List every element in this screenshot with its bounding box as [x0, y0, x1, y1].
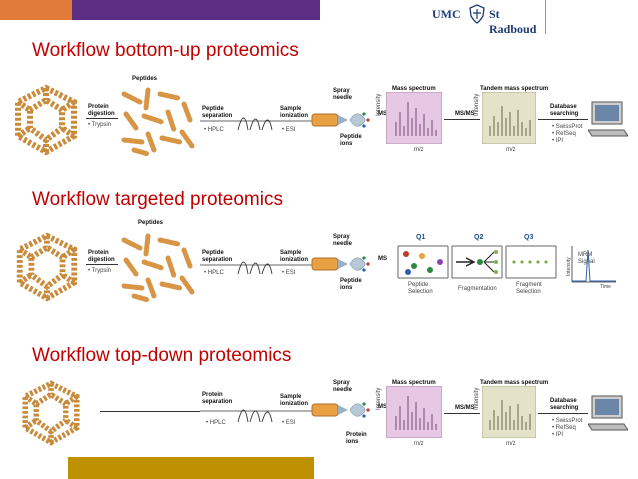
heading-bottom-up: Workflow bottom-up proteomics — [32, 40, 299, 61]
separation-detail: • HPLC — [204, 270, 224, 276]
seal-icon — [468, 4, 486, 24]
tandem-spectrum-icon — [482, 386, 536, 438]
ms-axis-x: m/z — [414, 147, 424, 153]
tandem-axis-x: m/z — [506, 441, 516, 447]
gold-bar — [68, 457, 314, 479]
protein-structure-icon — [15, 84, 77, 156]
digestion-label: Protein digestion — [88, 250, 115, 263]
hplc-peaks-icon — [200, 117, 278, 131]
tandem-axis-y: Intensity — [474, 93, 480, 116]
database-label: Database searching — [550, 398, 579, 411]
ms-label: MS — [378, 404, 387, 410]
spray-needle-label: Spray needle — [333, 88, 353, 101]
ms-label: MS — [378, 111, 387, 117]
q3-caption: Fragment Selection — [516, 282, 542, 295]
q1-label: Q1 — [416, 234, 426, 241]
peptides-icon — [121, 233, 195, 302]
msms-arrow — [444, 413, 480, 414]
tandem-spectrum-icon — [482, 92, 536, 144]
ms-axis-x: m/z — [414, 441, 424, 447]
ionization-detail: • ESI — [282, 420, 296, 426]
spray-needle-icon — [278, 256, 370, 272]
q3-label: Q3 — [524, 234, 534, 241]
heading-top-down: Workflow top-down proteomics — [32, 345, 292, 366]
separation-detail: • HPLC — [206, 420, 226, 426]
ionization-label: Sample ionization — [280, 106, 308, 119]
row-top-down: Protein separation • HPLC Sample ionizat… — [0, 370, 638, 460]
separation-detail: • HPLC — [204, 127, 224, 133]
digestion-detail: • Trypsin — [88, 268, 112, 274]
q2-caption: Fragmentation — [458, 286, 497, 292]
msms-arrow — [444, 119, 480, 120]
triple-quadrupole-icon — [397, 245, 557, 279]
ions-label: Peptide ions — [340, 134, 362, 147]
database-item: • IPI — [552, 138, 564, 144]
separation-label: Protein separation — [202, 392, 233, 405]
computer-icon — [588, 101, 628, 137]
database-item: • IPI — [552, 432, 564, 438]
spray-needle-label: Spray needle — [333, 234, 353, 247]
database-item: • SwissProt — [552, 124, 583, 130]
ms-spectrum-icon — [386, 386, 442, 438]
tandem-label: Tandem mass spectrum — [480, 380, 549, 386]
logo-umc-text: UMC — [432, 7, 461, 21]
separation-label: Peptide separation — [202, 106, 233, 119]
db-arrow — [538, 119, 588, 120]
ionization-detail: • ESI — [282, 270, 296, 276]
ms-axis-y: Intensity — [376, 93, 382, 116]
tandem-label: Tandem mass spectrum — [480, 86, 549, 92]
database-item: • RefSeq — [552, 425, 576, 431]
spray-needle-icon — [278, 112, 370, 128]
spray-needle-label: Spray needle — [333, 380, 353, 393]
separation-label: Peptide separation — [202, 250, 233, 263]
arrow-1 — [86, 118, 118, 119]
database-item: • SwissProt — [552, 418, 583, 424]
logo-radboud-text: St Radboud — [489, 7, 537, 36]
ions-label: Protein ions — [346, 432, 367, 445]
spray-needle-icon — [278, 402, 370, 418]
peptides-icon — [121, 87, 195, 156]
ms-axis-y: Intensity — [376, 387, 382, 410]
peptides-label: Peptides — [138, 220, 164, 226]
ionization-detail: • ESI — [282, 127, 296, 133]
peptides-label: Peptides — [132, 76, 158, 82]
digestion-label: Protein digestion — [88, 104, 115, 117]
mrm-axis-y: Intensity — [566, 257, 572, 276]
ionization-label: Sample ionization — [280, 394, 308, 407]
tandem-axis-y: Intensity — [474, 387, 480, 410]
umc-logo: UMC St Radboud — [420, 4, 548, 36]
ms-spectrum-label: Mass spectrum — [392, 86, 436, 92]
row-bottom-up: Protein digestion • Trypsin Peptides Pep… — [0, 70, 638, 170]
database-item: • RefSeq — [552, 131, 576, 137]
msms-label: MS/MS — [455, 405, 475, 411]
hplc-peaks-icon — [200, 261, 278, 275]
heading-targeted: Workflow targeted proteomics — [32, 189, 283, 210]
q2-label: Q2 — [474, 234, 484, 241]
arrow-1 — [100, 411, 200, 412]
db-arrow — [538, 413, 588, 414]
tandem-axis-x: m/z — [506, 147, 516, 153]
ionization-label: Sample ionization — [280, 250, 308, 263]
ms-spectrum-label: Mass spectrum — [392, 380, 436, 386]
ms-label: MS — [378, 256, 387, 262]
digestion-detail: • Trypsin — [88, 122, 112, 128]
q1-caption: Peptide Selection — [408, 282, 433, 295]
hplc-peaks-icon — [200, 409, 278, 423]
orange-bar — [0, 0, 72, 20]
computer-icon — [588, 395, 628, 431]
row-targeted: Protein digestion • Trypsin Peptides Pep… — [0, 216, 638, 316]
purple-bar — [72, 0, 320, 20]
ms-spectrum-icon — [386, 92, 442, 144]
mrm-signal-label: MRM Signal — [578, 252, 595, 265]
msms-label: MS/MS — [455, 111, 475, 117]
database-label: Database searching — [550, 104, 579, 117]
arrow-1 — [86, 264, 118, 265]
ions-label: Peptide ions — [340, 278, 362, 291]
logo-divider — [545, 0, 546, 34]
protein-structure-icon — [16, 232, 78, 302]
protein-structure-icon — [22, 380, 80, 446]
mrm-axis-x: Time — [600, 284, 611, 290]
mrm-signal-icon — [571, 246, 616, 283]
